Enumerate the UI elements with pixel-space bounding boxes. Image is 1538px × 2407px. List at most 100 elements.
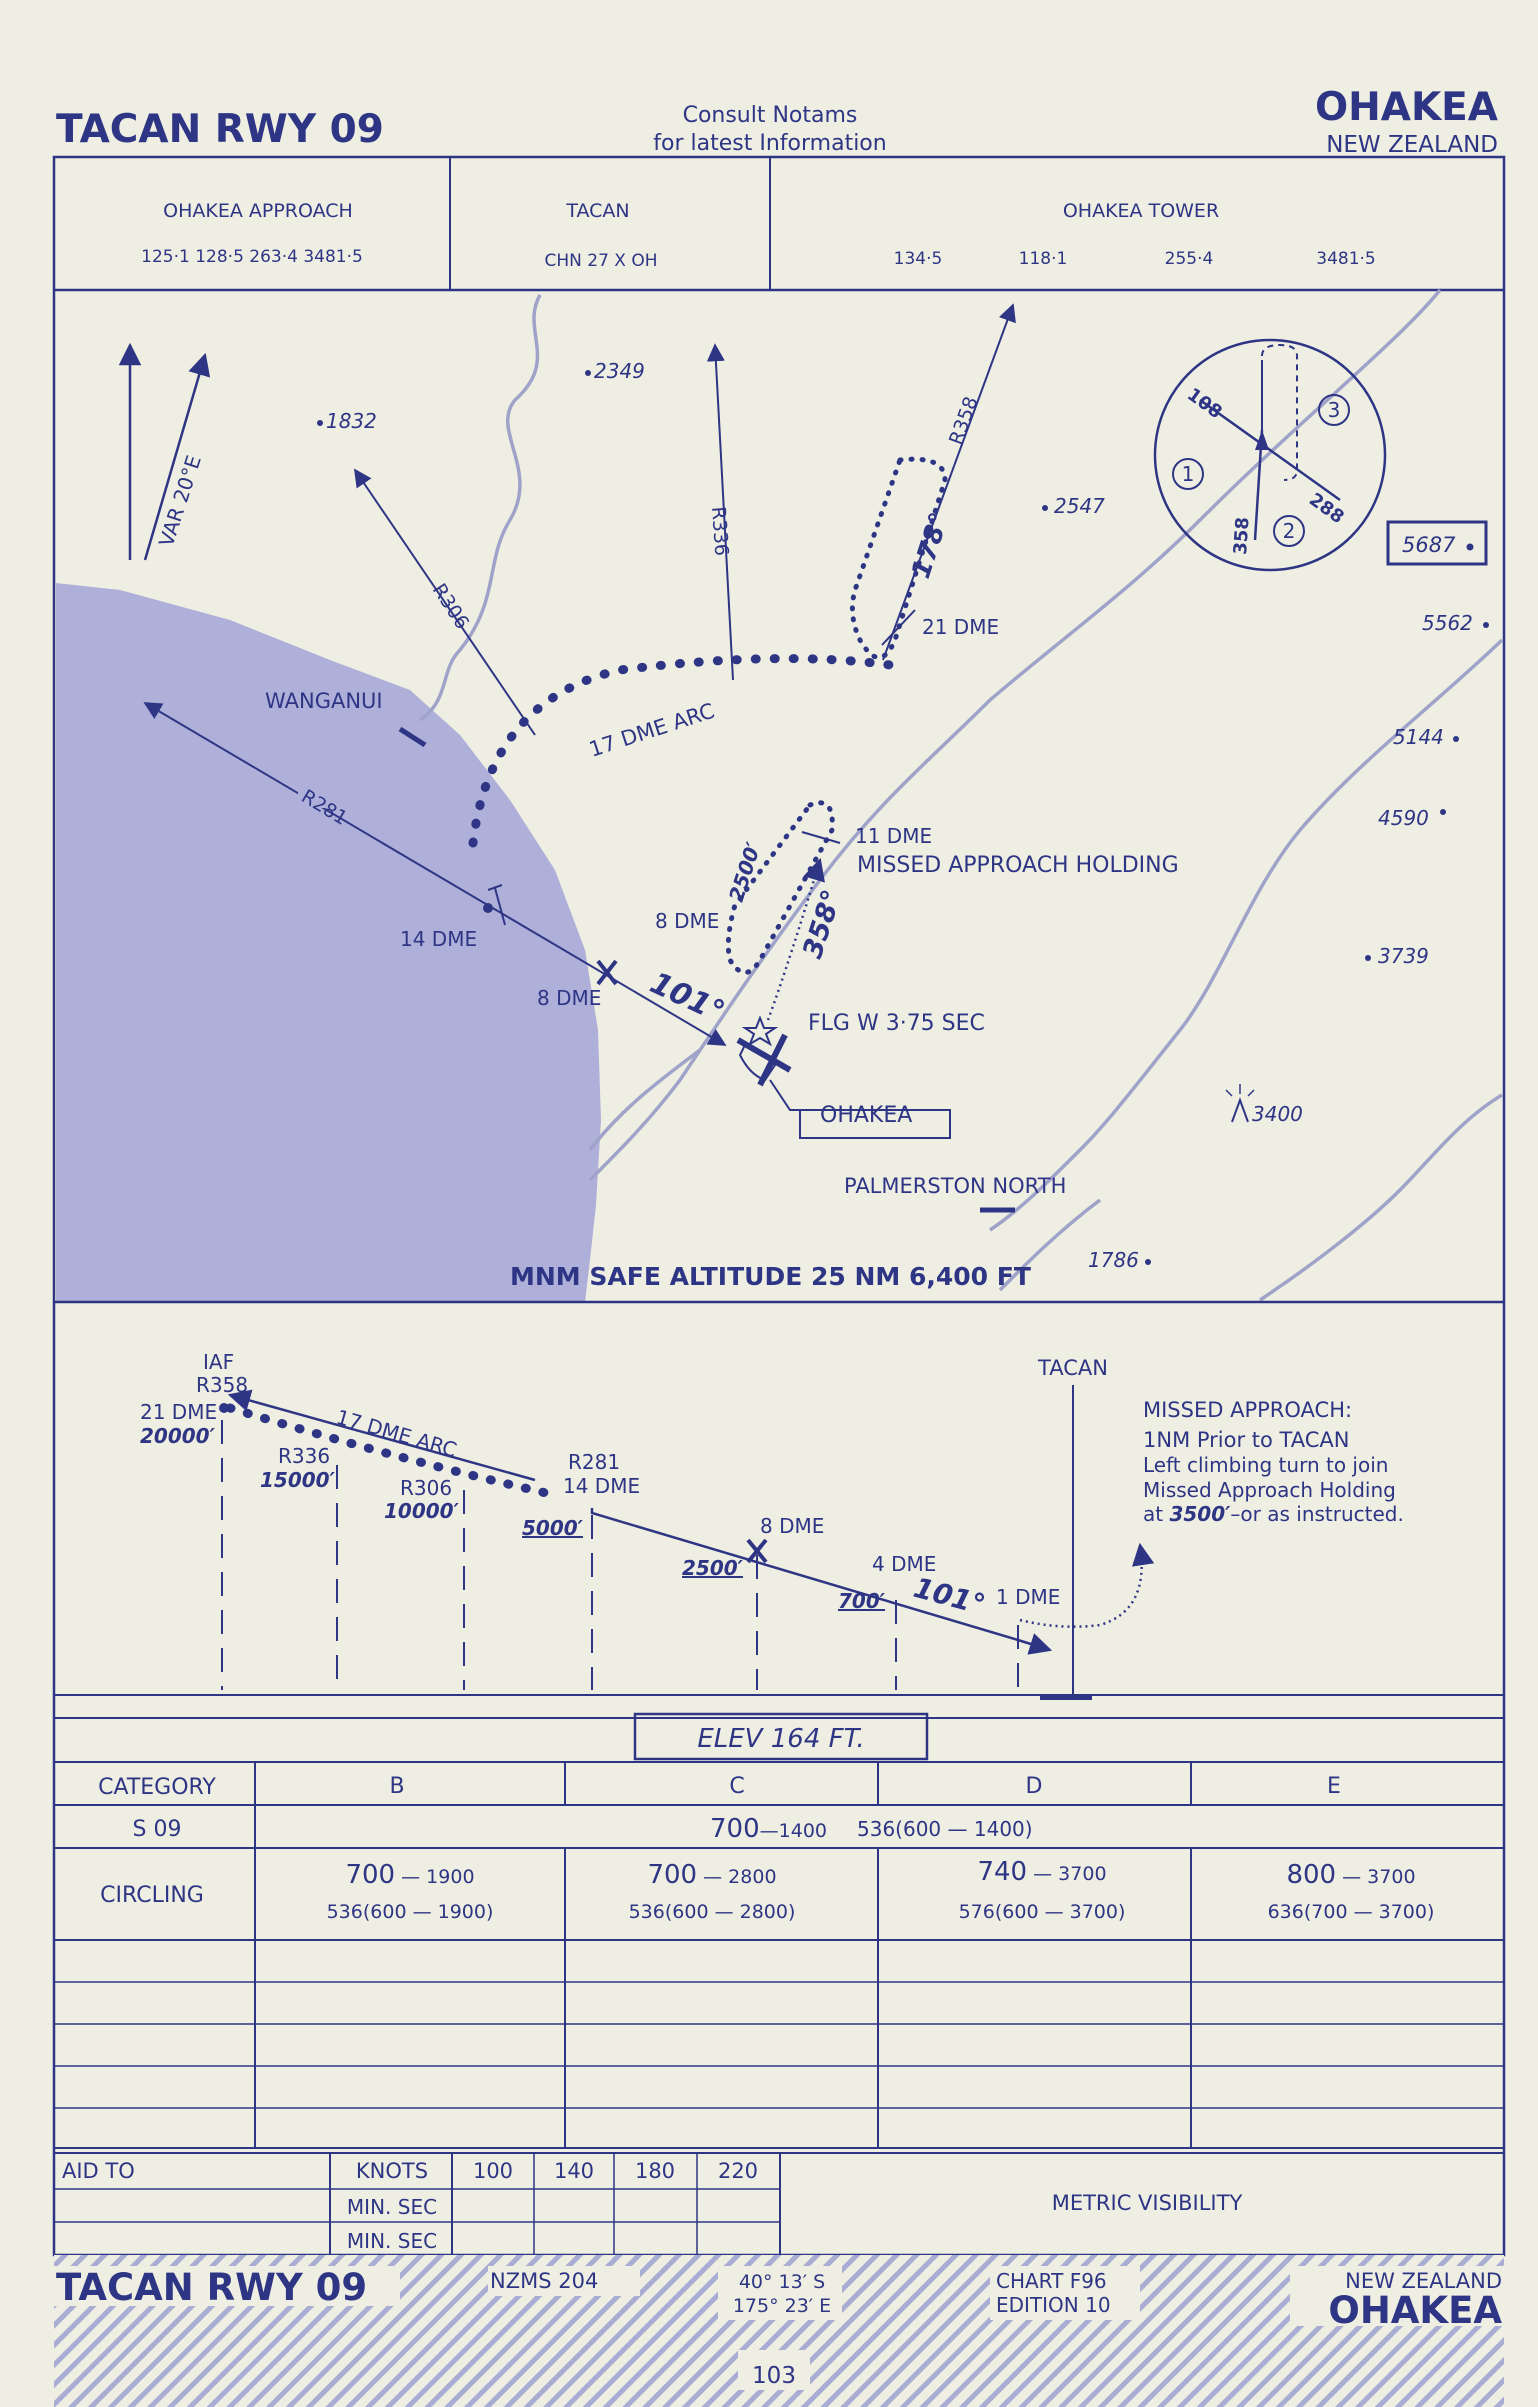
- footer: TACAN RWY 09 NZMS 204 40° 13′ S 175° 23′…: [54, 2255, 1504, 2407]
- footer-lon: 175° 23′ E: [733, 2295, 831, 2317]
- profile-dme14: 14 DME: [563, 1474, 640, 1498]
- missed-line3: Missed Approach Holding: [1143, 1478, 1396, 1502]
- missed-approach-holding: [725, 800, 835, 975]
- metric-visibility-label: METRIC VISIBILITY: [1052, 2191, 1243, 2215]
- min-sec-row2: MIN. SEC: [347, 2229, 437, 2253]
- river: [588, 288, 1442, 1182]
- notice-line2: for latest Information: [653, 131, 886, 156]
- comms-box: OHAKEA APPROACH 125·1 128·5 263·4 3481·5…: [54, 157, 1504, 292]
- radial-336-line: [706, 343, 734, 681]
- header: TACAN RWY 09 Consult Notams for latest I…: [56, 85, 1498, 158]
- footer-country: NEW ZEALAND: [1345, 2269, 1502, 2293]
- circling-d-minima: 740 — 3700: [977, 1857, 1106, 1887]
- beacon-star-icon: [741, 1015, 779, 1047]
- profile-missed-track: [1019, 1542, 1155, 1628]
- profile-alt-2500: 2500′: [682, 1556, 744, 1580]
- elevation-box: [633, 1712, 929, 1761]
- missed-line1: 1NM Prior to TACAN: [1143, 1428, 1349, 1452]
- circling-label: CIRCLING: [100, 1883, 204, 1908]
- radial-336-label: R336: [707, 506, 732, 557]
- inset-course-108: 108: [1183, 384, 1226, 423]
- circling-c-minima: 700 — 2800: [647, 1860, 776, 1890]
- profile-alt-20000: 20000′: [140, 1424, 216, 1448]
- speed-100: 100: [473, 2159, 513, 2183]
- dme14-fix: [487, 884, 503, 891]
- minima-table: ELEV 164 FT. CATEGORY B C D E S 09 700—1…: [54, 1694, 1504, 2149]
- profile-r306: R306: [400, 1476, 452, 1500]
- dme8-fix: [596, 959, 618, 986]
- dme14-label: 14 DME: [400, 927, 477, 951]
- header-c: C: [729, 1774, 744, 1799]
- approach-label: OHAKEA APPROACH: [163, 200, 353, 222]
- aerodrome-symbol: [736, 1033, 792, 1087]
- spot-height-3400: 3400: [1252, 1102, 1303, 1126]
- spot-height-4590: 4590: [1378, 806, 1429, 830]
- straight-in-minima: 700—1400: [710, 1814, 827, 1844]
- profile-r358: R358: [196, 1373, 248, 1397]
- profile-descent-line: [590, 1508, 1019, 1642]
- wanganui-label: WANGANUI: [265, 689, 383, 713]
- profile-r336: R336: [278, 1444, 330, 1468]
- profile-r281: R281: [568, 1450, 620, 1474]
- holding-course-label: 178°: [906, 509, 955, 582]
- missed-line2: Left climbing turn to join: [1143, 1453, 1388, 1477]
- spot-height-2547: 2547: [1054, 494, 1105, 518]
- profile-view: IAF R358 21 DME 20000′ 17 DME ARC R336 1…: [140, 1350, 1404, 1700]
- river: [588, 1048, 702, 1152]
- river: [418, 294, 542, 722]
- missed-holding-label: MISSED APPROACH HOLDING: [857, 853, 1179, 878]
- inbound-course-label: 101°: [645, 966, 730, 1031]
- profile-alt-10000: 10000′: [384, 1499, 460, 1523]
- profile-arc-label: 17 DME ARC: [334, 1405, 460, 1462]
- circling-d-haa: 576(600 — 3700): [959, 1901, 1126, 1923]
- circling-e-minima: 800 — 3700: [1286, 1860, 1415, 1890]
- aerodrome-callout: [769, 1079, 951, 1139]
- circling-c-haa: 536(600 — 2800): [629, 1901, 796, 1923]
- sector-3-label: 3: [1328, 398, 1341, 422]
- tacan-label: TACAN: [565, 200, 629, 222]
- footer-lat: 40° 13′ S: [739, 2271, 825, 2293]
- footer-edition: EDITION 10: [996, 2293, 1111, 2317]
- footer-place: OHAKEA: [1328, 2289, 1502, 2332]
- radial-281-line: [143, 702, 727, 1046]
- aerodrome-label: OHAKEA: [820, 1103, 912, 1128]
- circling-e-haa: 636(700 — 3700): [1268, 1901, 1435, 1923]
- profile-course: 101°: [910, 1571, 989, 1622]
- spot-height-2349: 2349: [594, 359, 645, 383]
- tower-freq: 3481·5: [1316, 249, 1375, 269]
- dme21-label: 21 DME: [922, 615, 999, 639]
- country-name: NEW ZEALAND: [1326, 132, 1498, 158]
- missed-line4: at 3500′–or as instructed.: [1143, 1502, 1404, 1526]
- footer-series: NZMS 204: [490, 2269, 598, 2293]
- radial-358-label: R358: [945, 394, 983, 448]
- speed-180: 180: [635, 2159, 675, 2183]
- plan-view: VAR 20°E 2349 1832 2547 5687 5562 5144 4…: [56, 288, 1504, 1302]
- profile-alt-15000: 15000′: [260, 1468, 336, 1492]
- magnetic-north-arrow: [143, 352, 211, 561]
- footer-chart: CHART F96: [996, 2269, 1107, 2293]
- aid-label: AID TO: [62, 2159, 135, 2183]
- radial-306-label: R306: [428, 580, 473, 633]
- timing-table: AID TO KNOTS 100 140 180 220 MIN. SEC MI…: [54, 2152, 1504, 2255]
- page-number: 103: [752, 2363, 796, 2389]
- header-d: D: [1026, 1774, 1043, 1799]
- tower-freq: 255·4: [1165, 249, 1214, 269]
- title-left: TACAN RWY 09: [56, 107, 384, 152]
- dme8-upper-label: 8 DME: [655, 909, 719, 933]
- inset-course-358: 358: [1230, 516, 1254, 555]
- msa-label: MNM SAFE ALTITUDE 25 NM 6,400 FT: [510, 1262, 1031, 1291]
- notice-line1: Consult Notams: [683, 103, 858, 128]
- spot-height-1832: 1832: [326, 409, 377, 433]
- straight-in-haa: 536(600 — 1400): [857, 1817, 1033, 1841]
- speed-220: 220: [718, 2159, 758, 2183]
- profile-tacan: TACAN: [1037, 1356, 1108, 1380]
- profile-alt-700: 700′: [838, 1589, 886, 1613]
- river: [1259, 1093, 1503, 1302]
- tacan-channel: CHN 27 X OH: [544, 251, 657, 271]
- speed-140: 140: [554, 2159, 594, 2183]
- header-e: E: [1327, 1774, 1341, 1799]
- river: [989, 638, 1504, 1232]
- tower-label: OHAKEA TOWER: [1063, 200, 1219, 222]
- holding-pattern-north: [849, 456, 948, 660]
- missed-title: MISSED APPROACH:: [1143, 1398, 1352, 1422]
